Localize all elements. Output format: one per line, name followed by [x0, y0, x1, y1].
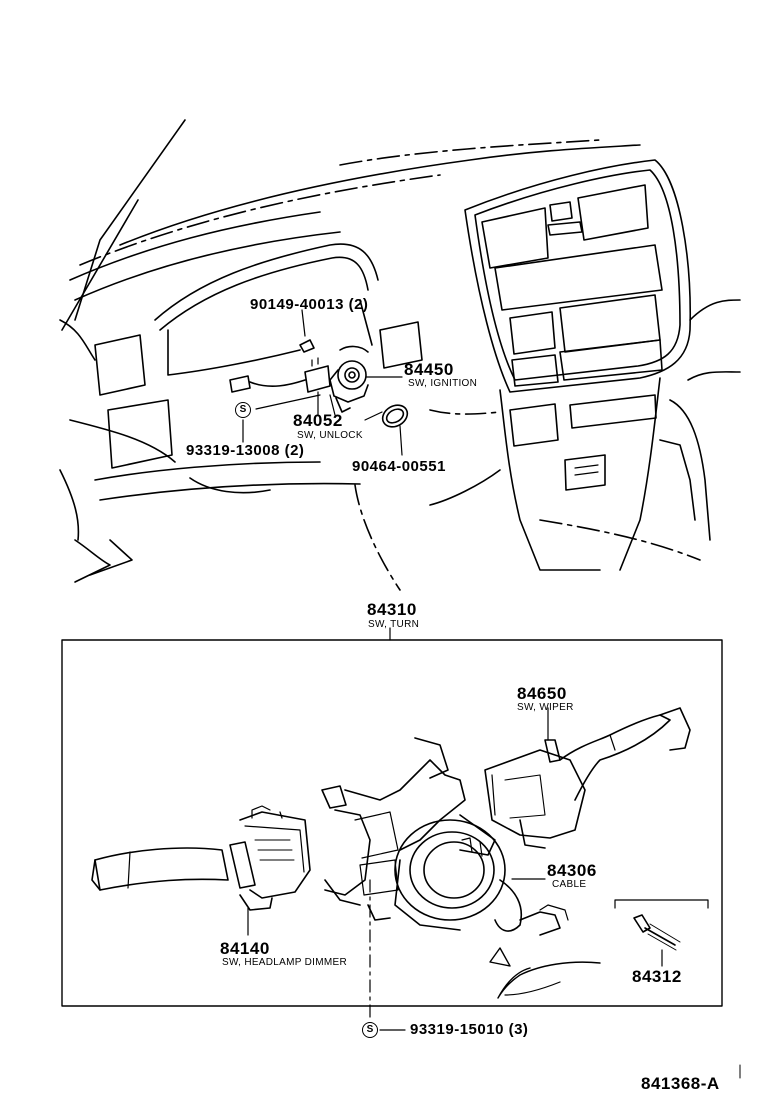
- ignition-area-parts: [229, 309, 409, 456]
- part-number-84650: 84650: [517, 684, 567, 703]
- s-symbol-icon: S: [235, 402, 251, 418]
- caption-sw-headlamp-dimmer: SW, HEADLAMP DIMMER: [222, 957, 347, 968]
- part-number-84140: 84140: [220, 939, 270, 958]
- part-number-93319-13008: 93319-13008 (2): [186, 442, 305, 459]
- part-number-90149-40013: 90149-40013 (2): [250, 296, 369, 313]
- part-number-84450: 84450: [404, 360, 454, 379]
- part-number-84310: 84310: [367, 600, 417, 619]
- caption-sw-unlock: SW, UNLOCK: [297, 430, 363, 441]
- caption-sw-turn: SW, TURN: [368, 619, 420, 630]
- figure-id: 841368-A: [641, 1074, 720, 1093]
- bolt-84312: [614, 899, 709, 967]
- part-number-90464-00551: 90464-00551: [352, 458, 446, 475]
- part-number-84052: 84052: [293, 411, 343, 430]
- caption-sw-ignition: SW, IGNITION: [408, 378, 478, 389]
- headlamp-dimmer-switch: [91, 805, 311, 936]
- combination-switch-body: [321, 737, 569, 936]
- part-number-84306: 84306: [547, 861, 597, 880]
- s-symbol-icon: S: [362, 1022, 378, 1038]
- dashboard-illustration: [59, 119, 741, 591]
- turn-switch-assembly-frame: [61, 639, 723, 1007]
- wiper-switch: [484, 707, 691, 849]
- rotation-arrow: [489, 947, 601, 999]
- caption-sw-wiper: SW, WIPER: [517, 702, 574, 713]
- caption-cable: CABLE: [552, 879, 587, 890]
- part-number-84312: 84312: [632, 967, 682, 986]
- part-number-93319-15010: 93319-15010 (3): [410, 1021, 529, 1038]
